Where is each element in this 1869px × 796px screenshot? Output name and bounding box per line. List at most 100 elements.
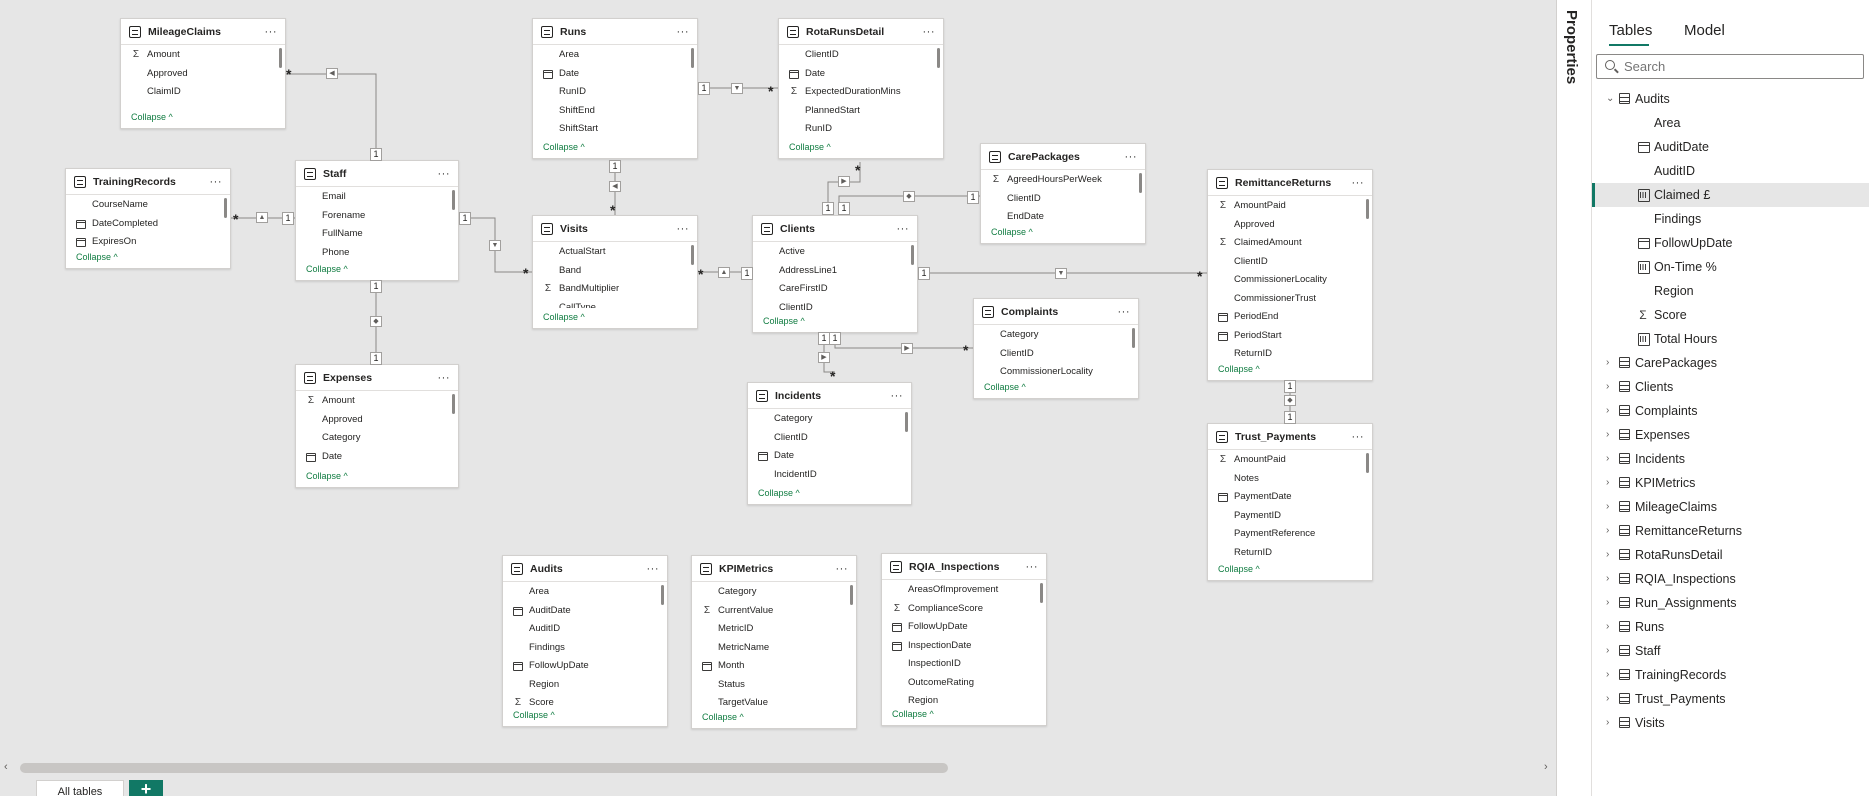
- tree-table-mileageclaims[interactable]: ›MileageClaims: [1592, 495, 1869, 519]
- tree-table-trainingrecords[interactable]: ›TrainingRecords: [1592, 663, 1869, 687]
- field-row[interactable]: CourseName: [66, 196, 230, 215]
- tree-column[interactable]: AuditID: [1592, 159, 1869, 183]
- tree-table-staff[interactable]: ›Staff: [1592, 639, 1869, 663]
- field-row[interactable]: Active: [753, 243, 917, 262]
- field-row[interactable]: DateCompleted: [66, 215, 230, 234]
- field-row[interactable]: CommissionerLocality: [1208, 271, 1372, 290]
- field-row[interactable]: Phone: [296, 244, 458, 261]
- table-card-header[interactable]: CarePackages···: [981, 144, 1145, 170]
- collapse-link[interactable]: Collapse ^: [306, 264, 348, 274]
- field-row[interactable]: PaymentID: [1208, 507, 1372, 526]
- search-box[interactable]: [1596, 54, 1864, 79]
- tree-column[interactable]: Area: [1592, 111, 1869, 135]
- chevron-right-icon[interactable]: ›: [1606, 597, 1610, 608]
- tree-table-carepackages[interactable]: ›CarePackages: [1592, 351, 1869, 375]
- more-options-icon[interactable]: ···: [437, 371, 450, 384]
- field-scrollbar[interactable]: [452, 394, 455, 414]
- field-row[interactable]: CommissionerTrust: [1208, 290, 1372, 309]
- field-row[interactable]: Date: [748, 447, 911, 466]
- field-row[interactable]: Date: [533, 65, 697, 84]
- tree-table-runs[interactable]: ›Runs: [1592, 615, 1869, 639]
- field-row[interactable]: Band: [533, 262, 697, 281]
- field-row[interactable]: PaymentReference: [1208, 525, 1372, 544]
- chevron-right-icon[interactable]: ›: [1606, 717, 1610, 728]
- collapse-link[interactable]: Collapse ^: [991, 227, 1033, 237]
- tree-table-clients[interactable]: ›Clients: [1592, 375, 1869, 399]
- more-options-icon[interactable]: ···: [896, 222, 909, 235]
- field-row[interactable]: ReturnID: [1208, 544, 1372, 561]
- collapse-link[interactable]: Collapse ^: [702, 712, 744, 722]
- chevron-right-icon[interactable]: ›: [1606, 525, 1610, 536]
- tab-model[interactable]: Model: [1684, 22, 1725, 39]
- chevron-right-icon[interactable]: ›: [1606, 453, 1610, 464]
- tree-column[interactable]: Claimed £: [1592, 183, 1869, 207]
- table-card-header[interactable]: TrainingRecords···: [66, 169, 230, 195]
- field-row[interactable]: Category: [748, 410, 911, 429]
- chevron-right-icon[interactable]: ›: [1606, 405, 1610, 416]
- field-row[interactable]: OutcomeRating: [882, 674, 1046, 693]
- field-scrollbar[interactable]: [937, 48, 940, 68]
- field-scrollbar[interactable]: [691, 48, 694, 68]
- more-options-icon[interactable]: ···: [1117, 305, 1130, 318]
- field-row[interactable]: Region: [503, 676, 667, 695]
- field-scrollbar[interactable]: [905, 412, 908, 432]
- table-card-header[interactable]: Audits···: [503, 556, 667, 582]
- field-row[interactable]: PeriodStart: [1208, 327, 1372, 346]
- table-card-header[interactable]: RemittanceReturns···: [1208, 170, 1372, 196]
- field-row[interactable]: ExpiresOn: [66, 233, 230, 248]
- field-row[interactable]: Date: [296, 448, 458, 467]
- more-options-icon[interactable]: ···: [835, 562, 848, 575]
- more-options-icon[interactable]: ···: [209, 175, 222, 188]
- more-options-icon[interactable]: ···: [1351, 430, 1364, 443]
- collapse-link[interactable]: Collapse ^: [789, 142, 831, 152]
- table-card-header[interactable]: RQIA_Inspections···: [882, 554, 1046, 580]
- field-row[interactable]: Month: [692, 657, 856, 676]
- more-options-icon[interactable]: ···: [437, 167, 450, 180]
- field-row[interactable]: ClientID: [1208, 253, 1372, 272]
- collapse-link[interactable]: Collapse ^: [763, 316, 805, 326]
- tree-table-incidents[interactable]: ›Incidents: [1592, 447, 1869, 471]
- tree-table-remittancereturns[interactable]: ›RemittanceReturns: [1592, 519, 1869, 543]
- properties-pane-collapsed[interactable]: [1556, 0, 1591, 796]
- field-row[interactable]: ClientID: [974, 345, 1138, 364]
- more-options-icon[interactable]: ···: [676, 222, 689, 235]
- scroll-right-icon[interactable]: ›: [1544, 761, 1548, 773]
- field-row[interactable]: ClientID: [748, 429, 911, 448]
- field-row[interactable]: MetricID: [692, 620, 856, 639]
- tree-table-kpimetrics[interactable]: ›KPIMetrics: [1592, 471, 1869, 495]
- tree-table-audits[interactable]: ⌄Audits: [1592, 87, 1869, 111]
- field-scrollbar[interactable]: [1366, 453, 1369, 473]
- table-card-header[interactable]: Complaints···: [974, 299, 1138, 325]
- field-scrollbar[interactable]: [691, 245, 694, 265]
- chevron-right-icon[interactable]: ›: [1606, 429, 1610, 440]
- tree-column[interactable]: On-Time %: [1592, 255, 1869, 279]
- field-row[interactable]: CareFirstID: [753, 280, 917, 299]
- field-row[interactable]: Approved: [121, 65, 285, 84]
- field-row[interactable]: Region: [882, 692, 1046, 705]
- chevron-right-icon[interactable]: ›: [1606, 501, 1610, 512]
- tree-column[interactable]: Total Hours: [1592, 327, 1869, 351]
- collapse-link[interactable]: Collapse ^: [131, 112, 173, 122]
- tree-table-trust-payments[interactable]: ›Trust_Payments: [1592, 687, 1869, 711]
- collapse-link[interactable]: Collapse ^: [984, 382, 1026, 392]
- field-row[interactable]: Notes: [1208, 470, 1372, 489]
- more-options-icon[interactable]: ···: [922, 25, 935, 38]
- collapse-link[interactable]: Collapse ^: [543, 142, 585, 152]
- collapse-link[interactable]: Collapse ^: [513, 710, 555, 720]
- field-scrollbar[interactable]: [661, 585, 664, 605]
- collapse-link[interactable]: Collapse ^: [1218, 564, 1260, 574]
